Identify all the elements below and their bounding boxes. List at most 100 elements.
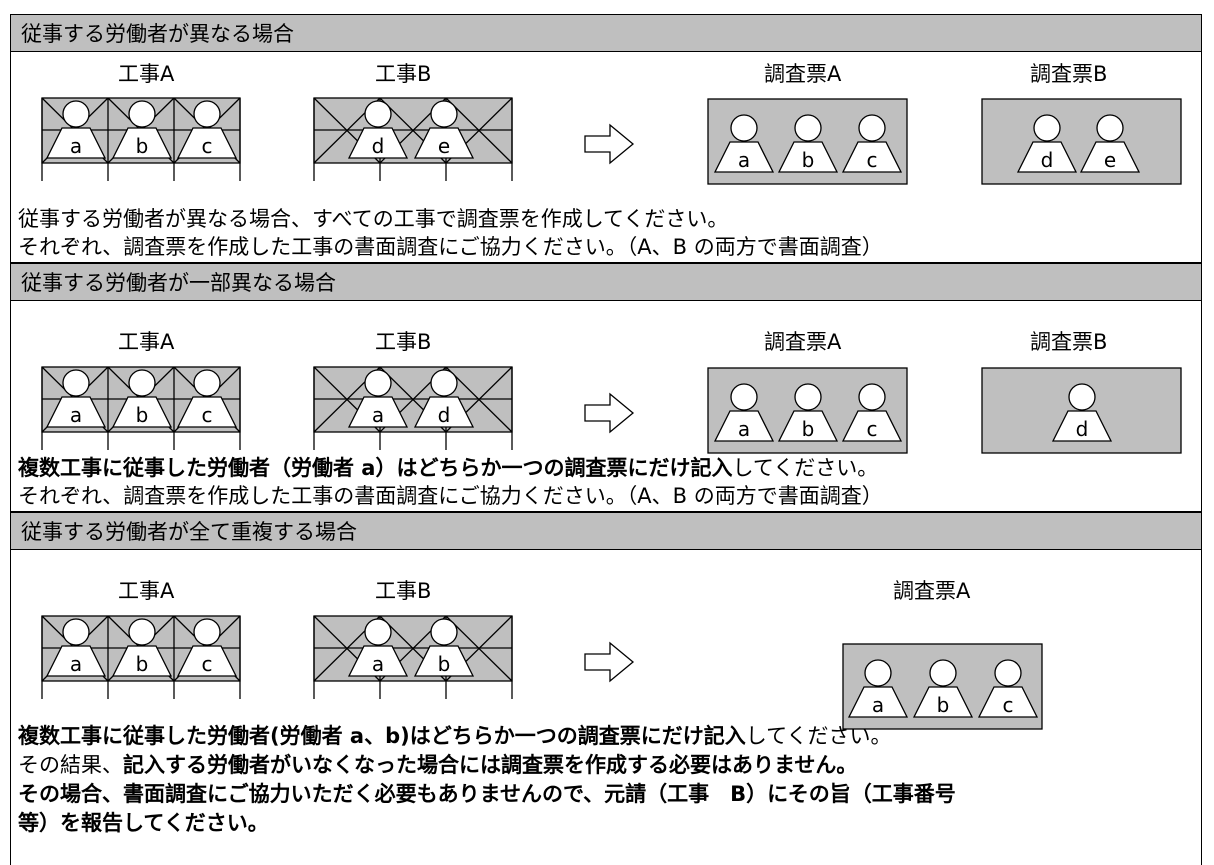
s1-work-a-label: 工事A	[118, 62, 175, 86]
person-label: b	[802, 417, 815, 441]
person-label: e	[438, 134, 450, 158]
person-head	[430, 100, 458, 128]
s3-line-1-bold: 複数工事に従事した労働者(労働者 a、b)はどちらか一つの調査票にだけ記入	[18, 724, 746, 748]
s1-line-1-text: 従事する労働者が異なる場合、すべての工事で調査票を作成してください。	[18, 207, 729, 231]
person-label: d	[1076, 417, 1089, 441]
person-head	[994, 659, 1022, 687]
person-body	[713, 141, 775, 173]
survey-sheet: d	[981, 367, 1182, 454]
s3-line-1: 複数工事に従事した労働者(労働者 a、b)はどちらか一つの調査票にだけ記入してく…	[18, 722, 891, 750]
right-arrow	[584, 641, 635, 683]
person-head	[193, 618, 221, 646]
s2-line-1-rest: してください。	[732, 456, 879, 480]
person-body	[977, 686, 1039, 718]
s3-line-3-text: その場合、書面調査にご協力いただく必要もありませんので、元請（工事 B）にその旨…	[18, 782, 956, 806]
person-head	[858, 383, 886, 411]
person-body	[176, 396, 238, 428]
person-head	[62, 369, 90, 397]
s3-line-4: 等）を報告してください。	[18, 809, 269, 837]
section-1-header: 従事する労働者が異なる場合	[10, 14, 1202, 52]
person-label: c	[202, 134, 213, 158]
s3-line-4-text: 等）を報告してください。	[18, 811, 269, 835]
s2-line-1-bold: 複数工事に従事した労働者（労働者 a）はどちらか一つの調査票にだけ記入	[18, 456, 733, 480]
person-body	[847, 686, 909, 718]
s2-survey-a-label: 調査票A	[764, 330, 842, 354]
person-label: b	[136, 134, 149, 158]
s2-work-b-label: 工事B	[375, 330, 432, 354]
s1-line-2: それぞれ、調査票を作成した工事の書面調査にご協力ください。（A、B の両方で書面…	[18, 233, 883, 261]
person-head	[794, 114, 822, 142]
s3-line-2-plain: その結果、	[18, 753, 123, 777]
person-body	[841, 141, 903, 173]
person-label: a	[872, 693, 884, 717]
person-label: e	[1104, 148, 1116, 172]
person-label: b	[136, 403, 149, 427]
person-head	[730, 114, 758, 142]
person-body	[347, 396, 409, 428]
person-body	[45, 127, 107, 159]
person-head	[193, 369, 221, 397]
person-body	[413, 396, 475, 428]
person-label: b	[438, 652, 451, 676]
s1-line-2-text: それぞれ、調査票を作成した工事の書面調査にご協力ください。（A、B の両方で書面…	[18, 235, 883, 259]
person-body	[111, 645, 173, 677]
person-head	[864, 659, 892, 687]
s3-work-b-label: 工事B	[375, 579, 432, 603]
person-body	[777, 141, 839, 173]
person-head	[929, 659, 957, 687]
section-3-header: 従事する労働者が全て重複する場合	[10, 512, 1202, 550]
person-label: a	[372, 652, 384, 676]
s3-survey-a-label: 調査票A	[893, 579, 971, 603]
person-body	[347, 645, 409, 677]
person-body	[413, 645, 475, 677]
person-label: a	[738, 417, 750, 441]
person-head	[128, 100, 156, 128]
person-label: a	[70, 403, 82, 427]
person-label: a	[738, 148, 750, 172]
person-body	[45, 645, 107, 677]
s3-line-2-bold: 記入する労働者がいなくなった場合には調査票を作成する必要はありません。	[123, 753, 858, 777]
person-body	[841, 410, 903, 442]
person-label: d	[1041, 148, 1054, 172]
person-head	[62, 100, 90, 128]
person-head	[858, 114, 886, 142]
person-label: d	[372, 134, 385, 158]
s1-survey-a-label: 調査票A	[764, 62, 842, 86]
person-head	[1096, 114, 1124, 142]
s3-work-a-label: 工事A	[118, 579, 175, 603]
person-body	[713, 410, 775, 442]
person-head	[62, 618, 90, 646]
person-head	[1033, 114, 1061, 142]
person-body	[111, 127, 173, 159]
person-body	[1051, 410, 1113, 442]
person-body	[176, 645, 238, 677]
person-label: b	[136, 652, 149, 676]
s2-line-2: それぞれ、調査票を作成した工事の書面調査にご協力ください。（A、B の両方で書面…	[18, 482, 883, 510]
person-label: a	[372, 403, 384, 427]
person-body	[912, 686, 974, 718]
person-head	[430, 369, 458, 397]
s1-survey-b-label: 調査票B	[1030, 62, 1108, 86]
person-head	[364, 100, 392, 128]
person-label: a	[70, 134, 82, 158]
person-body	[777, 410, 839, 442]
s2-line-1: 複数工事に従事した労働者（労働者 a）はどちらか一つの調査票にだけ記入してくださ…	[18, 454, 878, 482]
section-2-body	[10, 301, 1202, 512]
right-arrow	[584, 392, 635, 434]
person-label: c	[202, 652, 213, 676]
s1-line-1: 従事する労働者が異なる場合、すべての工事で調査票を作成してください。	[18, 205, 728, 233]
scaffold-figure: a b c	[41, 97, 241, 181]
s3-line-2: その結果、記入する労働者がいなくなった場合には調査票を作成する必要はありません。	[18, 751, 857, 779]
section-3-title: 従事する労働者が全て重複する場合	[21, 520, 357, 544]
section-3-body	[10, 550, 1202, 865]
